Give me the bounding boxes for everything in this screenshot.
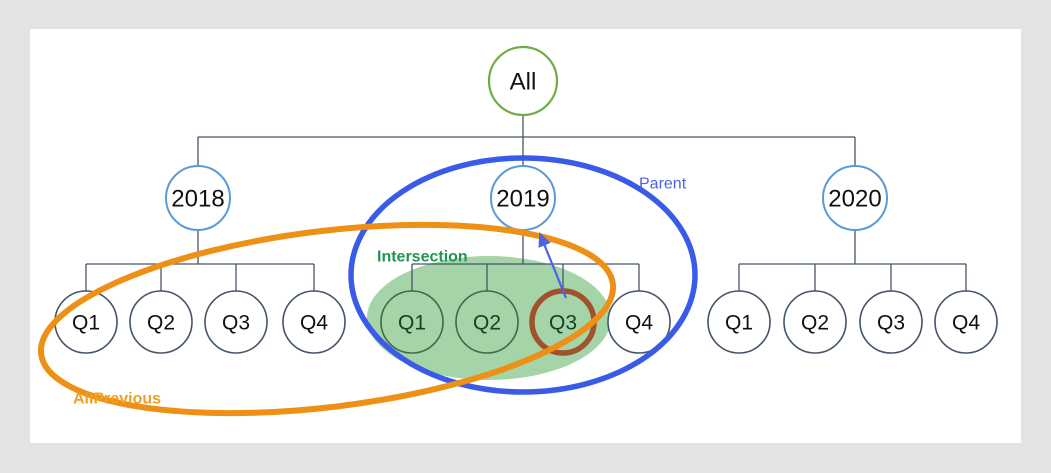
node-2019-q2[interactable]: Q2 bbox=[455, 290, 519, 354]
node-2020-q1[interactable]: Q1 bbox=[707, 290, 771, 354]
node-2018[interactable]: 2018 bbox=[165, 165, 231, 231]
node-2020-q4[interactable]: Q4 bbox=[934, 290, 998, 354]
parent-annotation-label: Parent bbox=[639, 176, 687, 193]
parent-pointer-arrow bbox=[538, 232, 568, 299]
intersection-annotation-label: Intersection bbox=[377, 249, 468, 266]
node-2020-label: 2020 bbox=[828, 186, 881, 213]
node-all-label: All bbox=[510, 69, 537, 96]
node-2019-q1-label: Q1 bbox=[398, 312, 426, 335]
node-2020-q2[interactable]: Q2 bbox=[783, 290, 847, 354]
node-2019-q1[interactable]: Q1 bbox=[380, 290, 444, 354]
node-2018-q2-label: Q2 bbox=[147, 312, 175, 335]
node-2018-q4-label: Q4 bbox=[300, 312, 328, 335]
allprevious-region-ellipse bbox=[37, 221, 617, 417]
node-2019-q4[interactable]: Q4 bbox=[607, 290, 671, 354]
node-2018-label: 2018 bbox=[171, 186, 224, 213]
parent-region-ellipse bbox=[348, 155, 698, 395]
node-2020-q1-label: Q1 bbox=[725, 312, 753, 335]
node-2020-q4-label: Q4 bbox=[952, 312, 980, 335]
node-2018-q4[interactable]: Q4 bbox=[282, 290, 346, 354]
node-2018-q2[interactable]: Q2 bbox=[129, 290, 193, 354]
node-2018-q3[interactable]: Q3 bbox=[204, 290, 268, 354]
node-2020-q2-label: Q2 bbox=[801, 312, 829, 335]
node-2018-q1-label: Q1 bbox=[72, 312, 100, 335]
node-2019-q4-label: Q4 bbox=[625, 312, 653, 335]
node-2020-q3[interactable]: Q3 bbox=[859, 290, 923, 354]
node-all[interactable]: All bbox=[487, 45, 559, 117]
node-2019[interactable]: 2019 bbox=[490, 165, 556, 231]
node-2018-q3-label: Q3 bbox=[222, 312, 250, 335]
node-2020-q3-label: Q3 bbox=[877, 312, 905, 335]
node-2019-q3-label: Q3 bbox=[549, 312, 577, 335]
node-2020[interactable]: 2020 bbox=[822, 165, 888, 231]
allprevious-annotation-label: AllPrevious bbox=[73, 391, 161, 408]
node-2019-q2-label: Q2 bbox=[473, 312, 501, 335]
node-2019-label: 2019 bbox=[496, 186, 549, 213]
